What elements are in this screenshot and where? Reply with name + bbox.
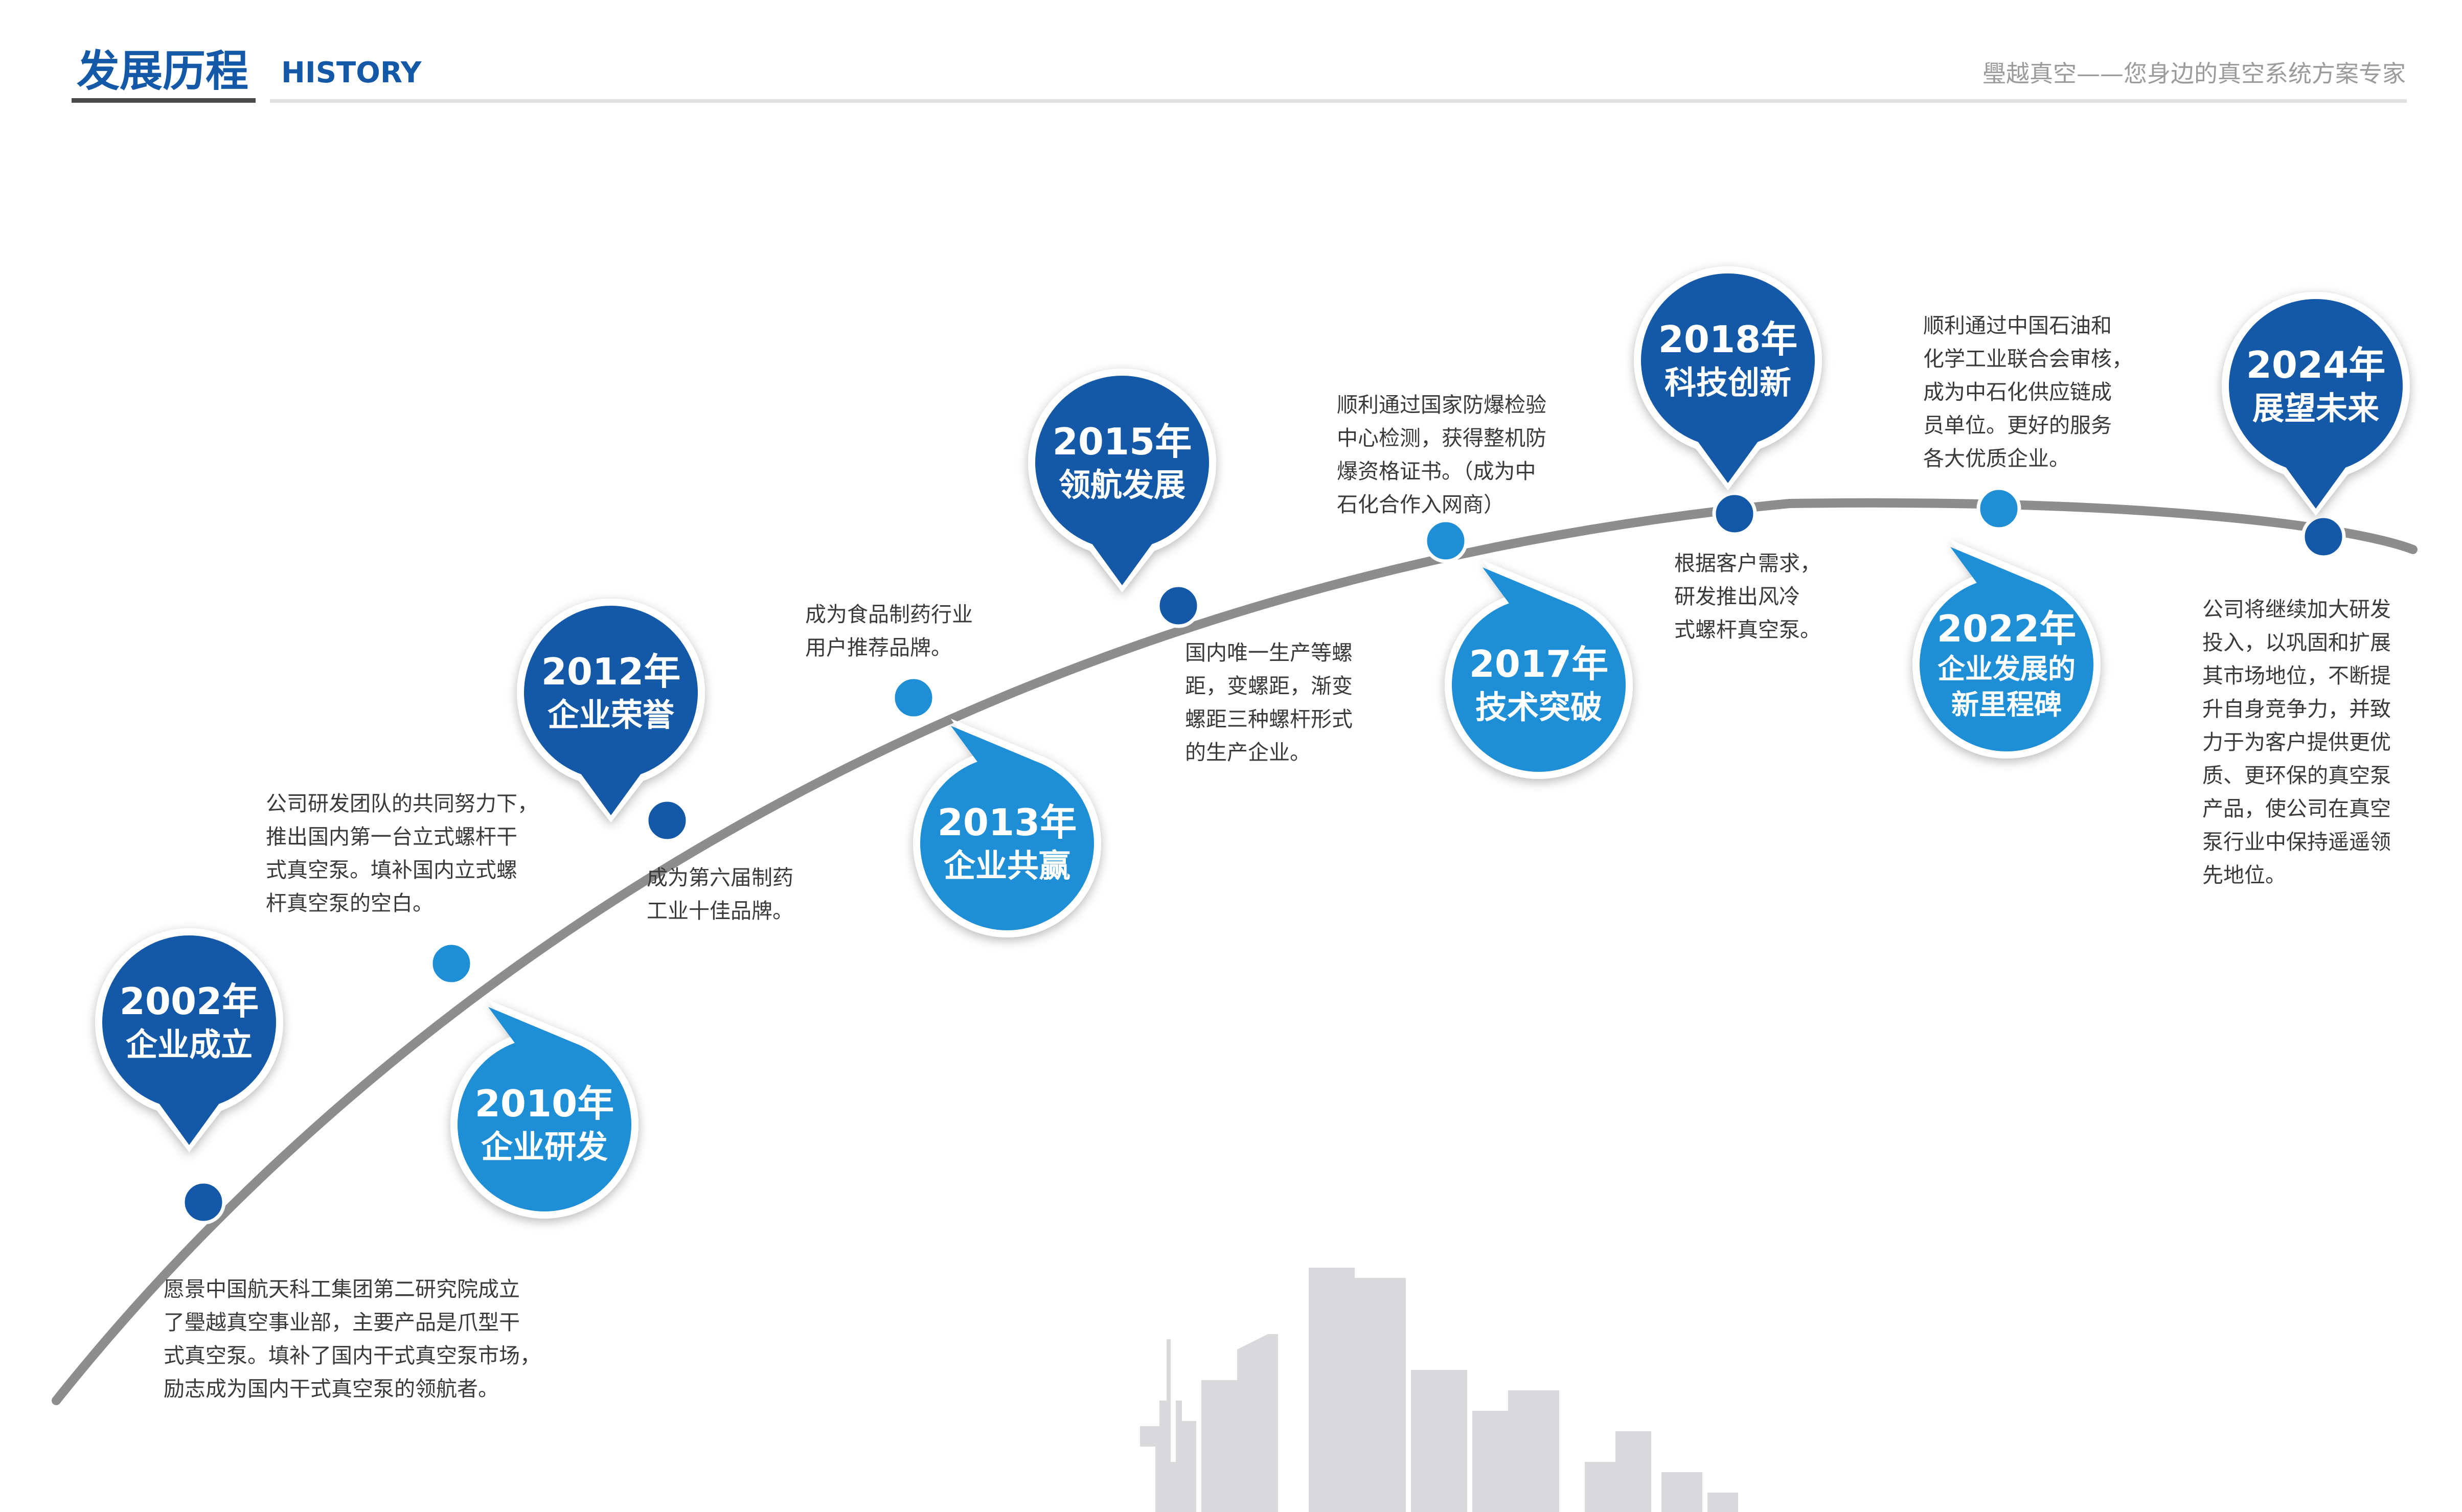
milestone-label: 2012年企业荣誉 — [519, 649, 703, 736]
timeline-node — [1423, 518, 1468, 563]
bubble-fill — [2229, 299, 2403, 509]
milestone-description: 国内唯一生产等螺 距，变螺距，渐变 螺距三种螺杆形式 的生产企业。 — [1185, 640, 1353, 765]
skyline-building-g — [1585, 1431, 1651, 1512]
bubble-fill — [1641, 273, 1815, 483]
bubble-fill — [1919, 547, 2093, 751]
timeline-curve — [52, 498, 2418, 1405]
milestone-label: 2017年技术突破 — [1447, 642, 1631, 728]
company-slogan: 璺越真空——您身边的真空系统方案专家 — [1982, 60, 2406, 87]
milestone-description: 愿景中国航天科工集团第二研究院成立 了璺越真空事业部，主要产品是爪型干 式真空泵… — [164, 1277, 541, 1401]
milestone-description: 顺利通过中国石油和 化学工业联合会审核， 成为中石化供应链成 员单位。更好的服务… — [1923, 313, 2133, 471]
milestone-bubble — [1445, 560, 1633, 779]
milestone-description: 成为第六届制药 工业十佳品牌。 — [647, 865, 793, 923]
milestone-description: 公司将继续加大研发 投入，以巩固和扩展 其市场地位，不断提 升自身竞争力，并致 … — [2202, 597, 2391, 887]
timeline-node — [645, 798, 690, 843]
timeline-node — [429, 941, 474, 986]
milestone-year: 2017年 — [1469, 643, 1609, 685]
milestone-title: 企业荣誉 — [547, 696, 674, 734]
bubble-fill — [458, 1007, 631, 1211]
milestone-year: 2002年 — [119, 980, 259, 1023]
milestone-title: 企业研发 — [481, 1128, 608, 1165]
timeline-node — [1976, 486, 2021, 531]
milestone-bubble — [1028, 369, 1216, 592]
header-underline — [270, 99, 2407, 103]
page-subtitle: HISTORY — [281, 56, 422, 89]
page-title: 发展历程 — [77, 46, 249, 96]
header-underline-accent — [72, 98, 256, 103]
milestone-year: 2015年 — [1052, 420, 1192, 463]
milestone-year: 2022年 — [1936, 607, 2077, 650]
bubble-fill — [1035, 376, 1209, 585]
skyline-building-i — [1707, 1493, 1738, 1512]
milestone-bubble — [1633, 266, 1822, 490]
milestone-year: 2012年 — [541, 650, 681, 693]
milestone-label: 2018年科技创新 — [1636, 317, 1820, 404]
milestone-title: 领航发展 — [1058, 466, 1186, 503]
timeline-node — [1712, 491, 1757, 536]
milestone-title: 企业成立 — [125, 1026, 253, 1063]
milestone-title: 科技创新 — [1664, 364, 1791, 401]
milestone-description: 根据客户需求， 研发推出风冷 式螺杆真空泵。 — [1674, 551, 1821, 642]
skyline-building-d — [1350, 1278, 1406, 1512]
milestone-bubble — [1912, 540, 2101, 759]
skyline-building-c — [1309, 1268, 1355, 1512]
milestone-year: 2018年 — [1658, 318, 1798, 361]
timeline-node — [181, 1180, 226, 1225]
skyline-building-b — [1237, 1334, 1278, 1512]
milestone-label: 2022年企业发展的新里程碑 — [1914, 606, 2099, 723]
milestone-bubble — [913, 719, 1101, 937]
milestone-title: 技术突破 — [1475, 689, 1602, 726]
skyline-building-f — [1472, 1390, 1559, 1512]
milestone-label: 2015年领航发展 — [1030, 419, 1214, 506]
milestone-title: 企业共赢 — [943, 847, 1070, 884]
milestone-bubble — [517, 599, 705, 822]
timeline-node — [2301, 514, 2346, 559]
milestone-label: 2013年企业共赢 — [915, 800, 1099, 887]
milestone-year: 2013年 — [937, 801, 1077, 844]
milestone-year: 2010年 — [474, 1082, 614, 1125]
milestone-description: 成为食品制药行业 用户推荐品牌。 — [805, 602, 973, 660]
milestone-description: 公司研发团队的共同努力下， 推出国内第一台立式螺杆干 式真空泵。填补国内立式螺 … — [266, 791, 538, 915]
bubble-fill — [920, 726, 1095, 930]
milestone-label: 2010年企业研发 — [452, 1081, 636, 1168]
milestone-title: 企业发展的 — [1937, 653, 2076, 685]
skyline-spire-tower — [1140, 1339, 1196, 1512]
milestone-label: 2002年企业成立 — [97, 979, 281, 1066]
milestone-bubble — [95, 928, 283, 1152]
timeline-node — [1156, 583, 1201, 628]
milestone-year: 2024年 — [2246, 343, 2386, 386]
timeline-node — [891, 675, 936, 720]
milestone-title: 新里程碑 — [1951, 689, 2062, 721]
bubble-fill — [1451, 567, 1626, 772]
bubble-fill — [524, 606, 698, 815]
skyline-building-h — [1661, 1472, 1702, 1512]
milestone-bubble — [450, 1000, 639, 1219]
bubble-fill — [102, 935, 277, 1145]
skyline-building-e — [1411, 1370, 1467, 1512]
milestone-title: 展望未来 — [2252, 390, 2379, 427]
milestone-bubble — [2222, 292, 2410, 516]
milestone-description: 顺利通过国家防爆检验 中心检测，获得整机防 爆资格证书。（成为中 石化合作入网商… — [1337, 393, 1546, 517]
milestone-label: 2024年展望未来 — [2224, 342, 2408, 429]
